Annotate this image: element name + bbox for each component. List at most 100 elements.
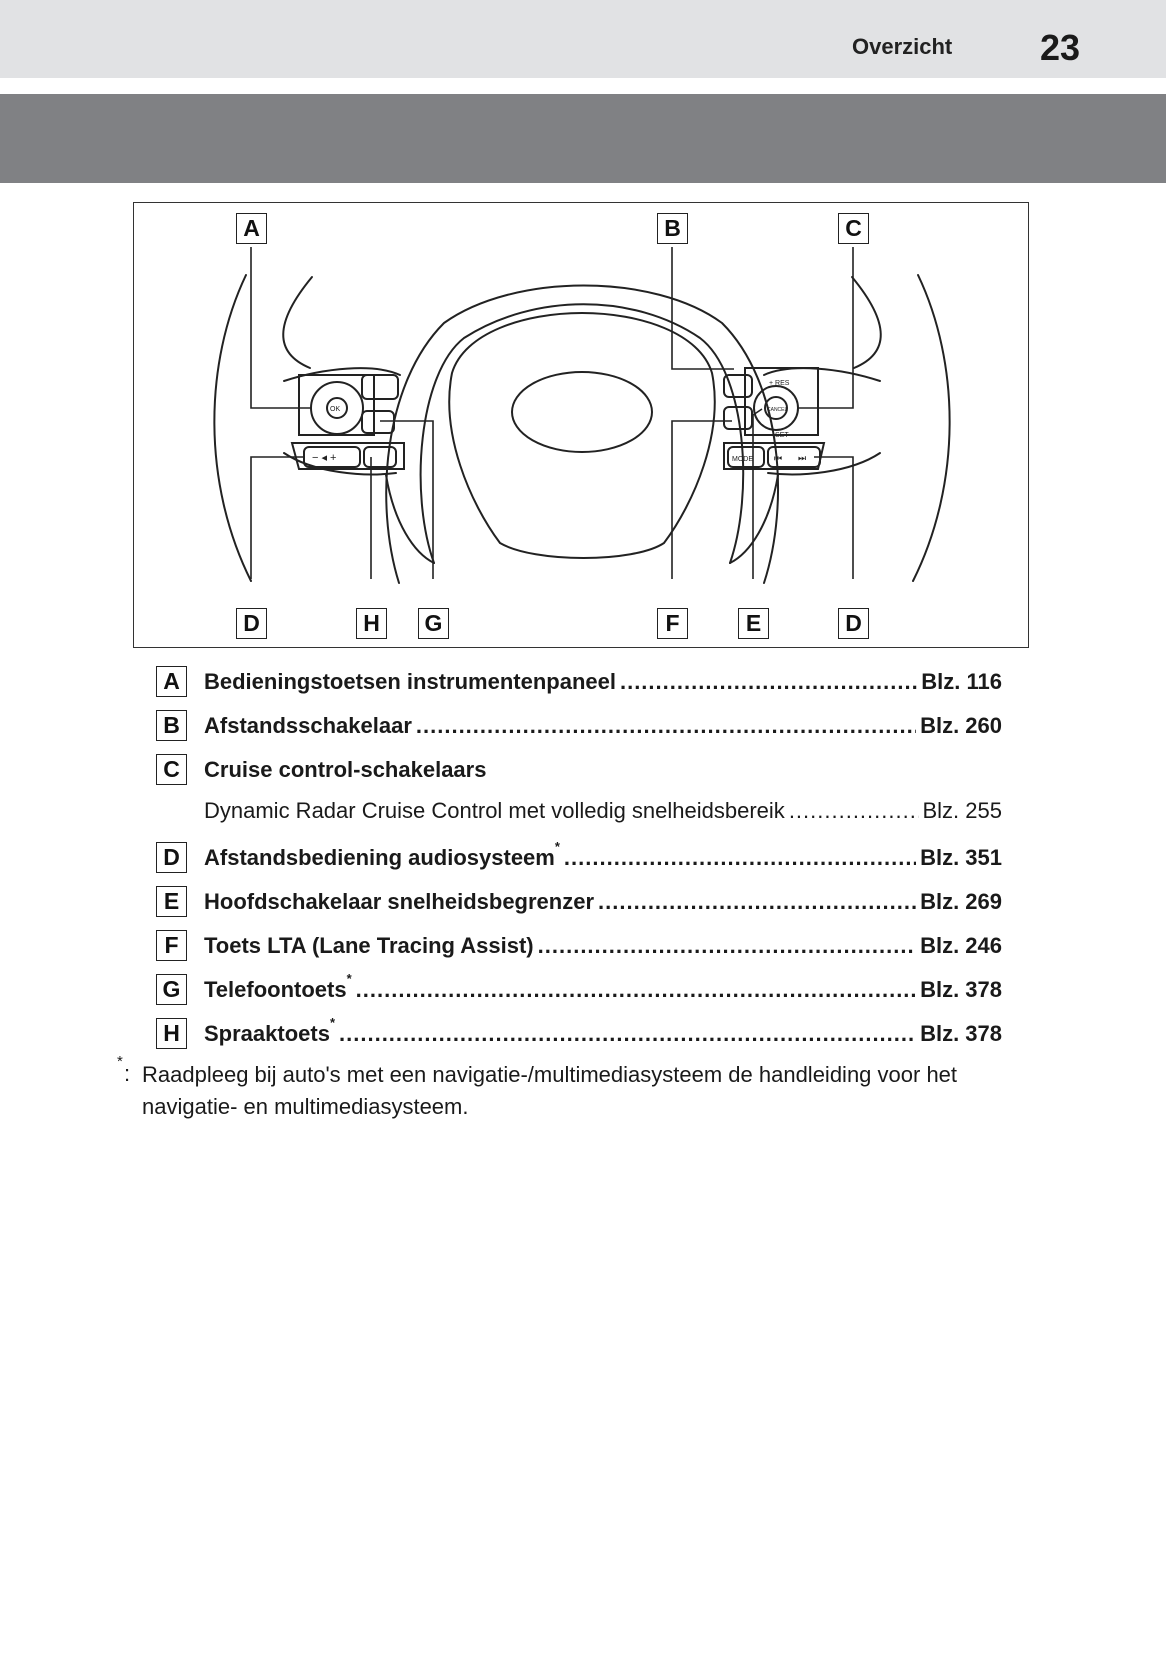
legend-key: D — [156, 842, 187, 873]
legend-text: Dynamic Radar Cruise Control met volledi… — [204, 798, 785, 823]
lower-spoke-right — [729, 474, 779, 564]
volume-label: − ◂ + — [312, 452, 336, 464]
footnote-star: * — [329, 1018, 336, 1030]
right-switch-panel — [744, 367, 819, 436]
figure-label-h: H — [356, 608, 387, 639]
figure-label-d-left: D — [236, 608, 267, 639]
legend-key: B — [156, 710, 187, 741]
legend-row-c: C Cruise control-schakelaars — [156, 754, 1006, 786]
legend-key: E — [156, 886, 187, 917]
phone-button — [361, 410, 395, 434]
leader-c — [798, 247, 854, 409]
footnote-text: Raadpleeg bij auto's met een navigatie-/… — [142, 1062, 958, 1119]
leader-g — [380, 420, 434, 579]
legend-key: A — [156, 666, 187, 697]
page-ref: Blz. 116 — [921, 669, 1002, 694]
leader-b — [671, 247, 734, 370]
page-ref: Blz. 260 — [920, 713, 1002, 738]
leader-dots — [598, 889, 916, 915]
next-label: ⏭ — [798, 453, 806, 463]
ok-button — [326, 397, 348, 419]
legend-text: Toets LTA (Lane Tracing Assist) — [204, 933, 534, 958]
right-lower-panel — [723, 442, 826, 470]
leader-dots — [564, 845, 916, 871]
footnote-star: * — [346, 974, 352, 986]
lta-button — [723, 406, 753, 430]
legend-row-e: E Hoofdschakelaar snelheidsbegrenzer Blz… — [156, 886, 1006, 918]
left-spoke-upper — [283, 367, 401, 382]
legend-text: Spraaktoets — [204, 1021, 330, 1046]
left-lower-panel — [290, 442, 405, 470]
section-bar — [0, 94, 1166, 183]
legend-row-b: B Afstandsschakelaar Blz. 260 — [156, 710, 1006, 742]
figure-label-c: C — [838, 213, 869, 244]
figure-label-d-right: D — [838, 608, 869, 639]
legend-key: C — [156, 754, 187, 785]
legend-text: Telefoontoets — [204, 977, 347, 1002]
legend-row-g: G Telefoontoets* Blz. 378 — [156, 974, 1006, 1006]
distance-button — [723, 374, 753, 398]
wheel-top-arch-inner — [419, 303, 745, 564]
section-title: Overzicht — [852, 34, 953, 59]
legend-key: H — [156, 1018, 187, 1049]
leader-dots — [538, 933, 916, 959]
legend-text: Cruise control-schakelaars — [204, 757, 487, 782]
leader-dots — [356, 977, 916, 1003]
wheel-top-arch — [385, 284, 779, 584]
legend-text: Hoofdschakelaar snelheidsbegrenzer — [204, 889, 595, 914]
figure-label-a: A — [236, 213, 267, 244]
leader-dots — [620, 669, 917, 695]
wheel-rim-left-inner — [282, 276, 313, 369]
page-ref: Blz. 378 — [920, 1021, 1002, 1046]
leader-dots — [416, 713, 916, 739]
ok-label: OK — [330, 406, 340, 413]
figure-label-f: F — [657, 608, 688, 639]
page-ref: Blz. 378 — [920, 977, 1002, 1002]
footnote-star: * — [554, 842, 560, 854]
page-ref: Blz. 246 — [920, 933, 1002, 958]
left-switch-panel — [298, 374, 375, 436]
header-band — [0, 0, 1166, 78]
leader-e — [752, 408, 763, 579]
leader-d-left — [250, 456, 304, 579]
back-button — [361, 374, 399, 400]
legend-text: Afstandsbediening audiosysteem — [204, 845, 555, 870]
right-spoke-lower — [767, 452, 881, 476]
legend-key: G — [156, 974, 187, 1005]
legend-text: Afstandsschakelaar — [204, 713, 412, 738]
mode-label: MODE — [732, 456, 753, 463]
figure-label-b: B — [657, 213, 688, 244]
page-number: 23 — [1040, 27, 1081, 68]
airbag-emblem — [511, 371, 653, 453]
legend-row-c-sub: Dynamic Radar Cruise Control met volledi… — [156, 795, 1006, 827]
wheel-rim-left-outer — [213, 274, 252, 582]
leader-dots — [339, 1021, 916, 1047]
legend-text: Bedieningstoetsen instrumentenpaneel — [204, 669, 616, 694]
figure-label-e: E — [738, 608, 769, 639]
legend-key: F — [156, 930, 187, 961]
legend-row-f: F Toets LTA (Lane Tracing Assist) Blz. 2… — [156, 930, 1006, 962]
figure-label-g: G — [418, 608, 449, 639]
leader-a — [250, 247, 311, 409]
cancel-button-ring — [764, 396, 788, 420]
cancel-label: CANCEL — [767, 407, 788, 413]
prev-label: ⏮ — [774, 453, 782, 463]
legend-row-a: A Bedieningstoetsen instrumentenpaneel B… — [156, 666, 1006, 698]
steering-wheel-figure: OK + RES − SET CANCEL MODE − ◂ + ⏮ ⏭ A B… — [133, 202, 1029, 648]
footnote-mark: * — [117, 1053, 123, 1070]
footnote-colon: : — [124, 1061, 131, 1086]
lower-spoke-left — [385, 474, 435, 564]
left-spoke-lower — [283, 452, 397, 476]
legend-row-d: D Afstandsbediening audiosysteem* Blz. 3… — [156, 842, 1006, 874]
mode-button — [727, 446, 765, 468]
set-label: − SET — [769, 432, 789, 439]
voice-button — [363, 446, 397, 468]
center-hub — [448, 311, 716, 559]
leader-d-right — [814, 456, 854, 579]
page-ref: Blz. 269 — [920, 889, 1002, 914]
wheel-rim-right-outer — [912, 274, 951, 582]
wheel-rim-right-inner — [851, 276, 882, 369]
leader-f — [671, 420, 732, 579]
page-ref: Blz. 255 — [922, 798, 1003, 823]
res-label: + RES — [769, 380, 790, 387]
